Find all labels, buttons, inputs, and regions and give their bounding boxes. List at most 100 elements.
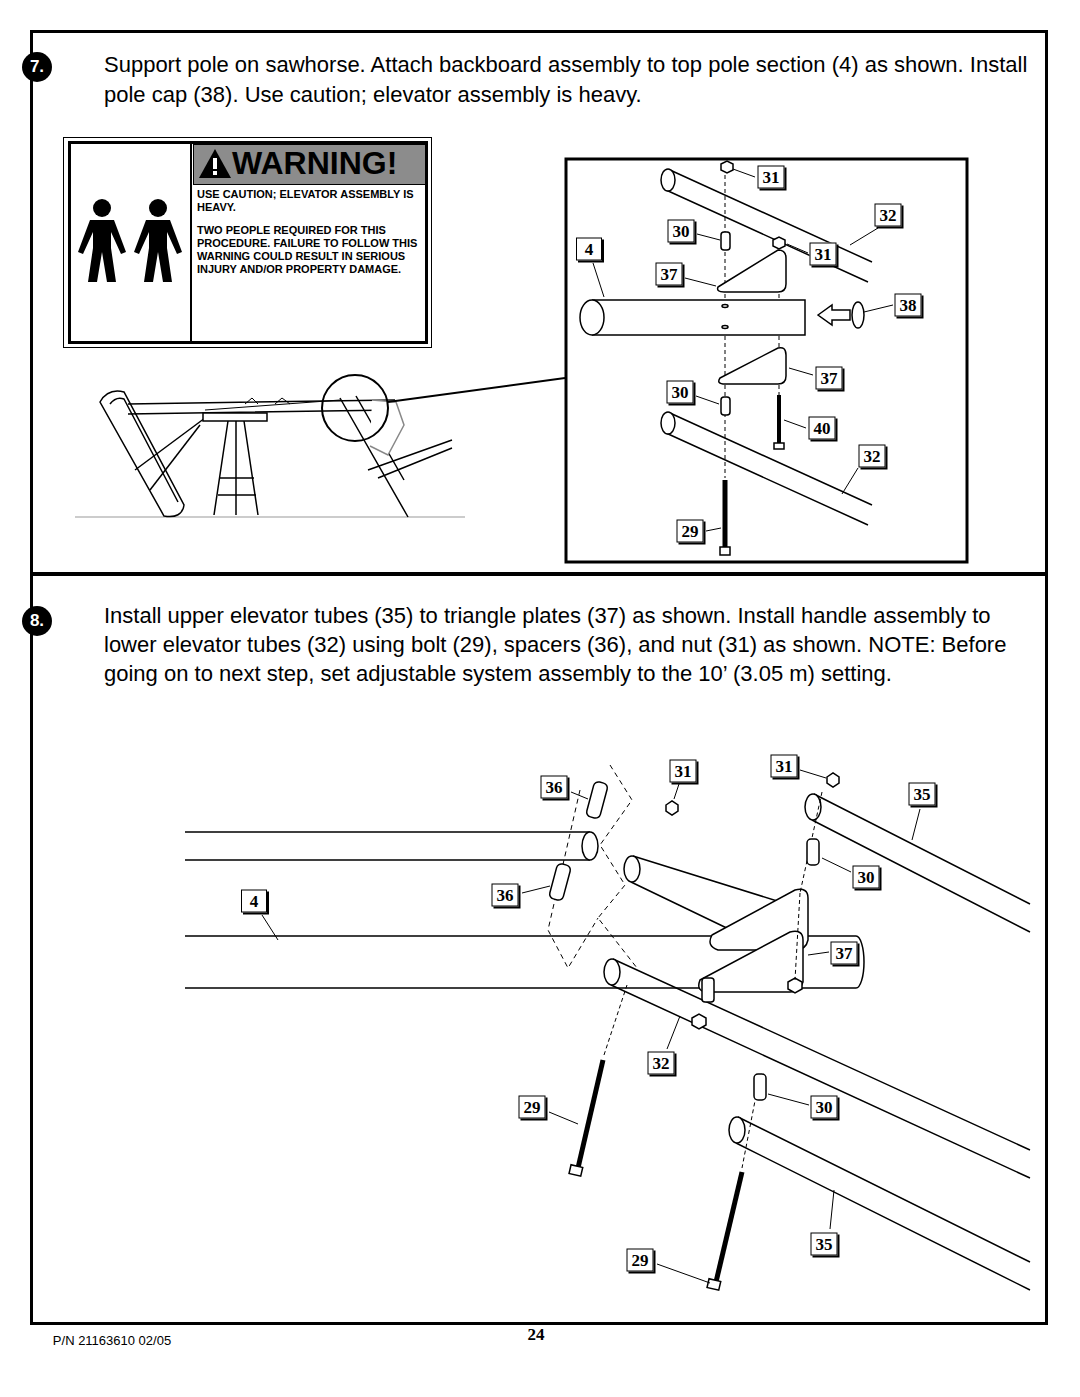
detail-view-part xyxy=(721,161,733,173)
callout-number: 29 xyxy=(519,1096,546,1119)
callout-number: 32 xyxy=(875,204,902,227)
step8-illustration-part xyxy=(569,1165,583,1176)
warning-heading: WARNING! xyxy=(232,145,397,181)
step8-illustration-part-part xyxy=(808,952,829,955)
warning-figure-part xyxy=(64,138,432,348)
callout-number: 32 xyxy=(859,445,886,468)
step8-illustration-part-part xyxy=(822,858,851,872)
callout-number: 35 xyxy=(811,1233,838,1256)
instruction-text: Install upper elevator tubes (35) to tri… xyxy=(104,601,1039,688)
warning-mark xyxy=(213,158,217,169)
step-number-text: 8. xyxy=(30,611,44,631)
detail-view-part-part xyxy=(733,169,755,177)
callout-number: 31 xyxy=(810,243,837,266)
step8-illustration-part xyxy=(611,959,1030,1178)
detail-view-part xyxy=(718,250,786,292)
step8-illustration-part xyxy=(185,832,590,860)
detail-view-part xyxy=(777,395,781,443)
step8-illustration-part xyxy=(262,770,920,1283)
step8-illustration-part-part xyxy=(522,886,550,893)
callout-number: 32 xyxy=(648,1052,675,1075)
warning-text: USE CAUTION; ELEVATOR ASSEMBLY IS HEAVY. xyxy=(197,188,423,214)
detail-view-part xyxy=(722,326,728,329)
warning-text: TWO PEOPLE REQUIRED FOR THIS PROCEDURE. … xyxy=(197,224,423,276)
warning-figure-part xyxy=(93,199,111,217)
step8-illustration-part-part xyxy=(830,1190,834,1229)
sawhorse-scene-part xyxy=(214,421,258,515)
sawhorse-scene-part xyxy=(150,425,200,490)
detail-view-part xyxy=(719,348,786,384)
callout-number: 37 xyxy=(656,263,683,286)
warning-mark xyxy=(213,171,217,175)
step8-illustration-part-part xyxy=(549,1112,578,1124)
step8-illustration-part-part xyxy=(912,809,920,840)
detail-view-part-part xyxy=(784,420,806,428)
step8-illustration-part xyxy=(707,1279,721,1290)
detail-view-part xyxy=(592,300,805,335)
sawhorse-scene-part xyxy=(203,413,267,421)
sawhorse-scene xyxy=(75,375,565,517)
step8-illustration-part xyxy=(807,839,819,865)
step8-illustration-part xyxy=(582,832,598,860)
detail-view-part-part xyxy=(789,368,813,375)
sawhorse-scene-part xyxy=(322,375,388,441)
detail-view-part-part xyxy=(787,244,808,253)
step8-illustration-part xyxy=(716,1172,742,1282)
detail-view-part xyxy=(722,305,728,308)
detail-view-part xyxy=(593,169,893,531)
callout-number: 30 xyxy=(667,381,694,404)
part-number-footer: P/N 21163610 02/05 xyxy=(53,1333,171,1348)
detail-view-part-part xyxy=(696,396,719,404)
step8-illustration-part xyxy=(624,856,640,882)
detail-view-part xyxy=(566,159,967,562)
detail-view-part-part xyxy=(864,305,893,312)
sawhorse-scene-part xyxy=(100,391,184,516)
step8-illustration-part xyxy=(788,978,802,993)
callout-number: 37 xyxy=(816,367,843,390)
step-number: 8. xyxy=(22,606,52,636)
callout-number: 37 xyxy=(831,942,858,965)
warning-text-column: USE CAUTION; ELEVATOR ASSEMBLY IS HEAVY.… xyxy=(197,188,423,286)
detail-view-part-part xyxy=(706,528,721,531)
step8-illustration-part-part xyxy=(571,792,588,799)
sawhorse-scene-part xyxy=(75,517,465,518)
step-number-text: 7. xyxy=(30,57,44,77)
detail-view xyxy=(566,159,967,562)
page-number: 24 xyxy=(528,1325,545,1345)
detail-view-part xyxy=(721,397,730,415)
callout-number: 30 xyxy=(668,220,695,243)
step8-illustration-part xyxy=(578,1060,603,1168)
callout-number: 35 xyxy=(909,783,936,806)
sawhorse-scene-part xyxy=(135,418,205,470)
callout-number: 30 xyxy=(853,866,880,889)
step8-illustration-part xyxy=(827,773,839,787)
step8-illustration-part xyxy=(729,1117,745,1143)
warning-banner: WARNING! xyxy=(193,144,426,185)
step8-illustration-part xyxy=(692,1014,706,1029)
callout-number: 38 xyxy=(895,294,922,317)
detail-view-part-part xyxy=(697,234,720,240)
detail-view-part xyxy=(818,305,850,325)
step-number: 7. xyxy=(22,52,52,82)
callout-number: 29 xyxy=(677,520,704,543)
step8-illustration-part xyxy=(604,959,620,985)
step8-illustration-part-part xyxy=(768,1094,809,1105)
step8-illustration-part-part xyxy=(667,1016,680,1049)
step8-illustration-part-part xyxy=(800,770,826,778)
step-panel: 8. Install upper elevator tubes (35) to t… xyxy=(30,573,1048,1325)
warning-figure xyxy=(64,138,432,348)
step8-illustration-part xyxy=(586,781,609,819)
detail-view-part xyxy=(666,413,872,525)
callout-number: 36 xyxy=(492,884,519,907)
warning-box: WARNING! USE CAUTION; ELEVATOR ASSEMBLY I… xyxy=(68,141,428,344)
detail-view-part xyxy=(774,443,784,449)
step8-illustration-part xyxy=(604,792,822,1168)
detail-view-part xyxy=(661,169,675,191)
callout-number: 4 xyxy=(241,890,267,913)
step8-illustration-part xyxy=(736,1117,1030,1290)
callout-number: 40 xyxy=(809,417,836,440)
detail-view-part xyxy=(721,232,730,250)
detail-view-part-part xyxy=(593,263,604,297)
